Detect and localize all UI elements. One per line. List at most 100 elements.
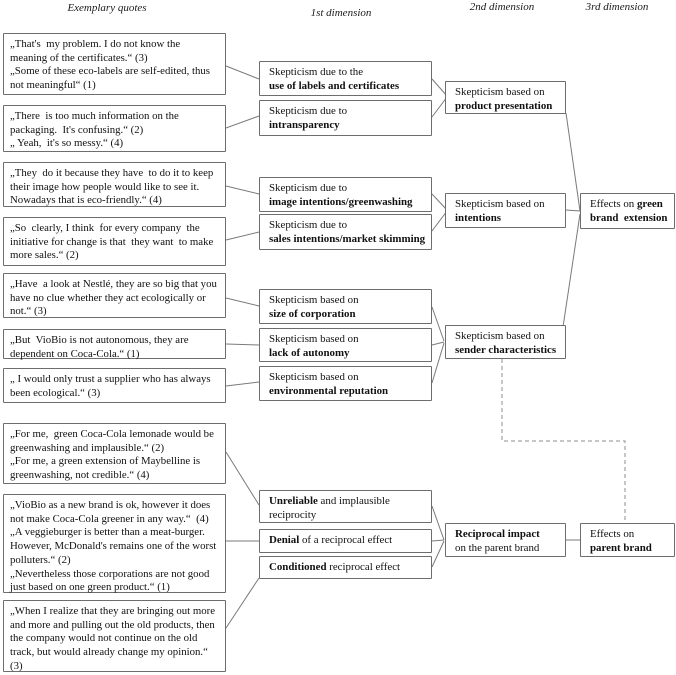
box-text-line: track, but would already change my opini… bbox=[10, 646, 208, 659]
bold-text-segment: lack of autonomy bbox=[269, 347, 350, 360]
bold-text-segment: Denial bbox=[269, 534, 300, 546]
box-text-line: greenwashing and implausible.“ (2) bbox=[10, 441, 165, 454]
box-text-line: and more and pulling out the old product… bbox=[10, 618, 215, 631]
box-text-line: the company would not continue on the ol… bbox=[10, 632, 198, 645]
box-text-line: have no clue whether they act ecological… bbox=[10, 291, 206, 304]
dim1-category-box: Skepticism due to sales intentions/market… bbox=[259, 214, 432, 250]
box-text-line: Skepticism due to the bbox=[269, 65, 428, 79]
bold-text-segment: intentions bbox=[455, 212, 501, 225]
box-text-line: Skepticism based on bbox=[269, 332, 428, 346]
quote-box: „ I would only trust a supplier who has … bbox=[3, 368, 226, 403]
text-segment: Skepticism based on bbox=[269, 294, 359, 306]
box-text-line: „They do it because they have to do it t… bbox=[10, 167, 214, 179]
box-text-line: „ Yeah, it's so messy.“ (4) bbox=[10, 137, 124, 150]
box-text-line: „Some of these eco-labels are self-edite… bbox=[10, 65, 210, 78]
box-text-line: Conditioned reciprocal effect bbox=[269, 560, 428, 574]
text-segment: Skepticism due to bbox=[269, 105, 348, 117]
connector-line bbox=[225, 185, 260, 195]
bold-text-segment: Unreliable bbox=[269, 495, 318, 507]
connector-line bbox=[565, 112, 581, 212]
quote-box: „So clearly, I think for every company t… bbox=[3, 217, 226, 266]
bold-text-segment: Reciprocal impact bbox=[455, 528, 540, 540]
dim1-category-box: Skepticism due to the use of labels and c… bbox=[259, 61, 432, 96]
box-text-line: „So clearly, I think for every company t… bbox=[10, 222, 200, 234]
connector-line bbox=[431, 539, 445, 542]
text-segment: Effects on bbox=[590, 528, 635, 540]
bold-text-segment: Conditioned bbox=[269, 561, 327, 573]
connector-line bbox=[431, 505, 445, 541]
quote-box: „Have a look at Nestlé, they are so big … bbox=[3, 273, 226, 318]
dashed-connector bbox=[501, 359, 626, 523]
box-text-line: reciprocity bbox=[269, 508, 428, 522]
text-segment: Skepticism based on bbox=[269, 371, 359, 383]
connector-line bbox=[225, 577, 260, 629]
box-text-line: Nowadays that is eco-friendly.“ (4) bbox=[10, 194, 162, 207]
box-text-line: environmental reputation bbox=[269, 384, 428, 398]
bold-text-segment: image intentions/greenwashing bbox=[269, 196, 413, 209]
dim1-category-box: Denial of a reciprocal effect bbox=[259, 529, 432, 553]
box-text-line: intransparency bbox=[269, 118, 428, 132]
connector-line bbox=[431, 193, 448, 211]
dim1-category-box: Conditioned reciprocal effect bbox=[259, 556, 432, 579]
dim1-category-box: Skepticism based on lack of autonomy bbox=[259, 328, 432, 362]
box-text-line: „VioBio as a new brand is ok, however it… bbox=[10, 499, 211, 511]
bold-text-segment: environmental reputation bbox=[269, 385, 389, 398]
connector-line bbox=[225, 381, 260, 387]
text-segment: Skepticism due to the bbox=[269, 66, 364, 78]
bold-text-segment: brand extension bbox=[590, 212, 668, 225]
text-segment: of a reciprocal effect bbox=[299, 534, 393, 546]
connector-line bbox=[225, 65, 260, 80]
bold-text-segment: use of labels and certificates bbox=[269, 80, 400, 93]
box-text-line: Effects on bbox=[590, 527, 671, 541]
box-text-line: Skepticism based on bbox=[455, 197, 562, 211]
box-text-line: greenwashing, not credible.“ (4) bbox=[10, 469, 150, 482]
box-text-line: Skepticism due to bbox=[269, 181, 428, 195]
connector-line bbox=[225, 343, 260, 346]
box-text-line: sales intentions/market skimming bbox=[269, 232, 428, 246]
bold-text-segment: intransparency bbox=[269, 119, 340, 132]
box-text-line: „Have a look at Nestlé, they are so big … bbox=[10, 278, 217, 290]
connector-line bbox=[431, 540, 445, 568]
box-text-line: more sales.“ (2) bbox=[10, 249, 79, 262]
text-segment: Skepticism due to bbox=[269, 219, 348, 231]
column-header-2nd-dimension: 2nd dimension bbox=[469, 1, 535, 13]
box-text-line: „But VioBio is not autonomous, they are bbox=[10, 334, 189, 346]
column-header-1st-dimension: 1st dimension bbox=[310, 7, 372, 19]
box-text-line: not meaningful“ (1) bbox=[10, 79, 96, 92]
column-header-exemplary-quotes: Exemplary quotes bbox=[67, 2, 147, 14]
connector-line bbox=[225, 297, 260, 307]
box-text-line: „When I realize that they are bringing o… bbox=[10, 605, 216, 617]
text-segment: Skepticism based on bbox=[455, 198, 545, 210]
box-text-line: size of corporation bbox=[269, 307, 428, 321]
bold-text-segment: green bbox=[636, 198, 663, 210]
connector-line bbox=[431, 306, 445, 342]
box-text-line: Skepticism based on bbox=[269, 370, 428, 384]
text-segment: reciprocity bbox=[269, 509, 317, 522]
box-text-line: their image how people would like to see… bbox=[10, 180, 200, 193]
box-text-line: not.“ (3) bbox=[10, 305, 47, 318]
box-text-line: Skepticism based on bbox=[455, 329, 562, 343]
connector-line bbox=[565, 209, 581, 212]
box-text-line: However, McDonald's remains one of the w… bbox=[10, 540, 217, 553]
box-text-line: product presentation bbox=[455, 99, 562, 113]
connector-line bbox=[431, 96, 448, 118]
box-text-line: „ I would only trust a supplier who has … bbox=[10, 373, 211, 385]
box-text-line: Skepticism due to bbox=[269, 218, 428, 232]
text-segment: Skepticism based on bbox=[269, 333, 359, 345]
box-text-line: packaging. It's confusing.“ (2) bbox=[10, 123, 144, 136]
connector-line bbox=[431, 341, 445, 346]
quote-box: „When I realize that they are bringing o… bbox=[3, 600, 226, 672]
box-text-line: „There is too much information on the bbox=[10, 110, 179, 122]
bold-text-segment: sales intentions/market skimming bbox=[269, 233, 426, 246]
